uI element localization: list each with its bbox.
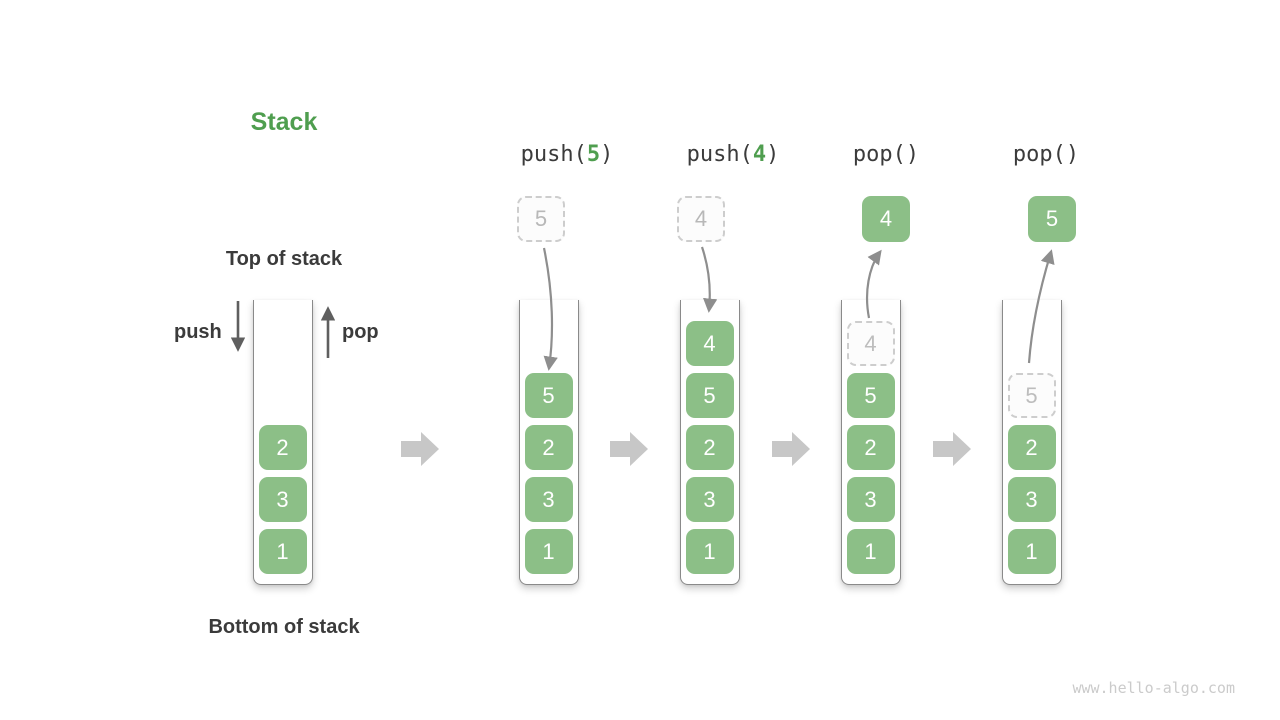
stack-item: 5	[685, 373, 734, 418]
stack-container-after-push-5: 5 2 3 1	[519, 300, 579, 585]
stack-item: 3	[524, 477, 573, 522]
op-text: )	[766, 142, 780, 167]
op-text: push(	[686, 142, 753, 167]
operation-label-push-5: push(5)	[521, 142, 614, 167]
floating-element-push-4: 4	[677, 196, 725, 242]
op-text: )	[600, 142, 614, 167]
next-state-arrow-icon	[401, 432, 439, 466]
page-title: Stack	[250, 108, 318, 136]
stack-item: 1	[1007, 529, 1056, 574]
stack-item: 3	[258, 477, 307, 522]
stack-item: 3	[846, 477, 895, 522]
stack-item: 2	[258, 425, 307, 470]
stack-item: 5	[524, 373, 573, 418]
next-state-arrow-icon	[772, 432, 810, 466]
bottom-of-stack-label: Bottom of stack	[208, 616, 360, 638]
stack-item: 2	[524, 425, 573, 470]
element-value: 5	[1045, 206, 1059, 231]
stack-item: 4	[685, 321, 734, 366]
stack-container-initial: 2 3 1	[253, 300, 313, 585]
stack-item: 1	[685, 529, 734, 574]
element-value: 4	[694, 206, 708, 231]
stack-item: 1	[258, 529, 307, 574]
element-value: 4	[879, 206, 893, 231]
stack-container-during-pop-4: 4 5 2 3 1	[841, 300, 901, 585]
operation-label-pop-1: pop()	[853, 142, 919, 167]
floating-element-popped-5: 5	[1028, 196, 1076, 242]
stack-item-removed: 4	[846, 321, 895, 366]
floating-element-push-5: 5	[517, 196, 565, 242]
op-text: pop()	[1012, 142, 1080, 167]
operation-label-pop-2: pop()	[1013, 142, 1079, 167]
stack-item: 1	[846, 529, 895, 574]
floating-element-popped-4: 4	[862, 196, 910, 242]
op-text: pop()	[852, 142, 920, 167]
op-arg: 5	[586, 142, 601, 167]
stack-container-after-push-4: 4 5 2 3 1	[680, 300, 740, 585]
stack-container-during-pop-5: 5 2 3 1	[1002, 300, 1062, 585]
stack-item: 2	[685, 425, 734, 470]
stack-item: 3	[1007, 477, 1056, 522]
push-label: push	[174, 321, 222, 343]
stack-item: 2	[1007, 425, 1056, 470]
pop-label: pop	[342, 321, 379, 343]
element-value: 5	[534, 206, 548, 231]
stack-item: 5	[846, 373, 895, 418]
next-state-arrow-icon	[610, 432, 648, 466]
stack-item-removed: 5	[1007, 373, 1056, 418]
watermark: www.hello-algo.com	[1072, 679, 1235, 697]
next-state-arrow-icon	[933, 432, 971, 466]
top-of-stack-label: Top of stack	[225, 248, 343, 270]
stack-item: 2	[846, 425, 895, 470]
op-text: push(	[520, 142, 587, 167]
operation-label-push-4: push(4)	[687, 142, 780, 167]
stack-item: 3	[685, 477, 734, 522]
op-arg: 4	[752, 142, 767, 167]
stack-item: 1	[524, 529, 573, 574]
